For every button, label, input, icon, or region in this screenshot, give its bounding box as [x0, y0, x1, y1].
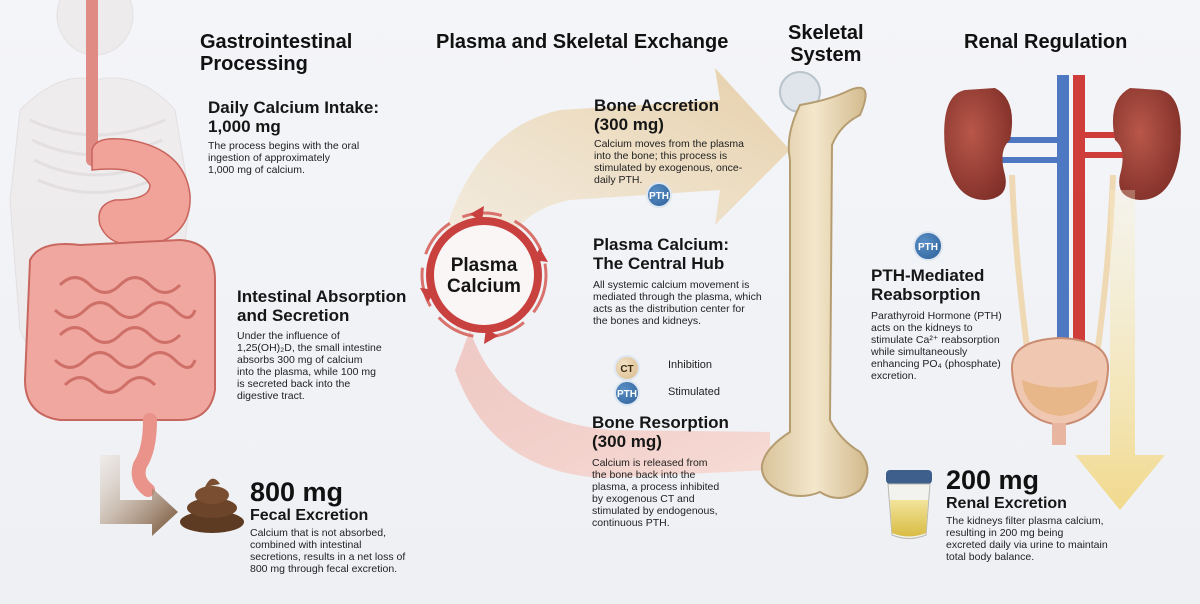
femur-bone: [760, 71, 869, 499]
body-line: the bone back into the: [592, 469, 696, 481]
body-line: stimulated by endogenous,: [592, 505, 718, 517]
fecal-body: Calcium that is not absorbed, combined w…: [250, 527, 450, 575]
kidneys-illustration: [944, 75, 1181, 405]
body-line: Parathyroid Hormone (PTH): [871, 310, 1002, 322]
body-line: mediated through the plasma, which: [593, 291, 762, 303]
hub-label-line: Calcium: [447, 276, 521, 297]
renal-excretion-body: The kidneys filter plasma calcium, resul…: [946, 515, 1146, 563]
body-line: stimulated by exogenous, once-: [594, 162, 743, 174]
body-line: stimulate Ca²⁺ reabsorption: [871, 334, 1000, 346]
resorption-body: Calcium is released from the bone back i…: [592, 457, 772, 529]
absorption-heading: Intestinal Absorption: [237, 287, 407, 306]
renal-excretion-block: 200 mg Renal Excretion The kidneys filte…: [946, 466, 1146, 563]
hub-heading: The Central Hub: [593, 254, 725, 273]
pth-legend-label: Stimulated: [668, 386, 720, 398]
body-line: plasma, a process inhibited: [592, 481, 720, 493]
skeletal-section-title: Skeletal System: [788, 22, 864, 66]
pth-badge-renal: PTH: [913, 231, 943, 261]
resorption-heading: Bone Resorption: [592, 413, 729, 432]
body-line: digestive tract.: [237, 390, 305, 402]
urine-cup-icon: [886, 470, 932, 539]
body-line: enhancing PO₄ (phosphate): [871, 358, 1001, 370]
hub-heading: Plasma Calcium:: [593, 235, 730, 254]
gi-title-line: Processing: [200, 53, 308, 75]
accretion-amount: (300 mg): [594, 115, 664, 134]
body-line: total body balance.: [946, 551, 1035, 563]
accretion-heading: Bone Accretion: [594, 96, 720, 115]
plasma-hub-ring: [420, 206, 548, 344]
body-line: Calcium that is not absorbed,: [250, 527, 386, 539]
body-line: combined with intestinal: [250, 539, 362, 551]
body-line: Calcium is released from: [592, 457, 708, 469]
renal-block: PTH-Mediated Reabsorption Parathyroid Ho…: [871, 266, 1041, 382]
body-line: acts as the distribution center for: [593, 303, 745, 315]
body-line: The process begins with the oral: [208, 140, 360, 152]
hub-block: Plasma Calcium: The Central Hub All syst…: [593, 235, 783, 327]
fecal-arrow: [100, 455, 178, 536]
body-line: daily PTH.: [594, 174, 643, 186]
fecal-block: 800 mg Fecal Excretion Calcium that is n…: [250, 478, 450, 575]
intake-body: The process begins with the oral ingesti…: [208, 140, 418, 176]
body-line: ingestion of approximately: [208, 152, 330, 164]
accretion-body: Calcium moves from the plasma into the b…: [594, 138, 774, 186]
body-line: Under the influence of: [237, 330, 340, 342]
fecal-amount: 800 mg: [250, 477, 344, 507]
gi-section-title: Gastrointestinal Processing: [200, 31, 352, 75]
body-line: into the bone; this process is: [594, 150, 728, 162]
hub-body: All systemic calcium movement is mediate…: [593, 279, 783, 327]
resorption-amount: (300 mg): [592, 432, 662, 451]
renal-excretion-heading: Renal Excretion: [946, 495, 1067, 512]
body-line: All systemic calcium movement is: [593, 279, 750, 291]
absorption-heading: and Secretion: [237, 306, 350, 325]
body-line: 800 mg through fecal excretion.: [250, 563, 398, 575]
hub-label-line: Plasma: [450, 255, 518, 276]
absorption-block: Intestinal Absorption and Secretion Unde…: [237, 287, 437, 402]
gi-title-line: Gastrointestinal: [200, 31, 353, 53]
accretion-block: Bone Accretion (300 mg) Calcium moves fr…: [594, 96, 774, 186]
fecal-heading: Fecal Excretion: [250, 507, 369, 524]
stool-icon: [180, 478, 244, 533]
stomach-illustration: [86, 0, 191, 247]
skeletal-title-line: Skeletal: [788, 22, 864, 44]
body-line: by exogenous CT and: [592, 493, 695, 505]
absorption-body: Under the influence of 1,25(OH)₂D, the s…: [237, 330, 437, 402]
renal-heading: Reabsorption: [871, 285, 981, 304]
intake-block: Daily Calcium Intake: 1,000 mg The proce…: [208, 98, 418, 176]
body-line: Calcium moves from the plasma: [594, 138, 744, 150]
renal-body: Parathyroid Hormone (PTH) acts on the ki…: [871, 310, 1041, 382]
renal-excretion-amount: 200 mg: [946, 465, 1040, 495]
skeletal-title-line: System: [790, 44, 862, 66]
body-line: resulting in 200 mg being: [946, 527, 1064, 539]
body-line: excretion.: [871, 370, 917, 382]
body-line: acts on the kidneys to: [871, 322, 973, 334]
renal-excretion-arrow: [1075, 190, 1165, 510]
resorption-block: Bone Resorption (300 mg) Calcium is rele…: [592, 413, 772, 529]
renal-section-title: Renal Regulation: [964, 31, 1128, 53]
body-line: while simultaneously: [871, 346, 968, 358]
body-line: is secreted back into the: [237, 378, 351, 390]
body-line: secretions, results in a net loss of: [250, 551, 406, 563]
intestines-illustration: [23, 238, 216, 497]
ct-legend-label: Inhibition: [668, 359, 713, 371]
intake-heading: Daily Calcium Intake:: [208, 98, 380, 117]
plasma-hub-label: Plasma Calcium: [434, 255, 534, 297]
bladder-illustration: [1010, 336, 1110, 445]
ct-badge: CT: [614, 355, 640, 381]
body-line: the bones and kidneys.: [593, 315, 701, 327]
intake-amount: 1,000 mg: [208, 117, 281, 136]
pth-badge-legend: PTH: [614, 380, 640, 406]
body-line: The kidneys filter plasma calcium,: [946, 515, 1104, 527]
body-line: 1,000 mg of calcium.: [208, 164, 305, 176]
body-line: excreted daily via urine to maintain: [946, 539, 1108, 551]
accretion-arrow: [440, 68, 790, 250]
pth-badge-accretion: PTH: [646, 182, 672, 208]
body-line: absorbs 300 mg of calcium: [237, 354, 363, 366]
body-line: 1,25(OH)₂D, the small intestine: [237, 342, 382, 354]
body-line: continuous PTH.: [592, 517, 670, 529]
body-line: into the plasma, while 100 mg: [237, 366, 376, 378]
plasma-section-title: Plasma and Skeletal Exchange: [436, 31, 729, 53]
renal-heading: PTH-Mediated: [871, 266, 985, 285]
